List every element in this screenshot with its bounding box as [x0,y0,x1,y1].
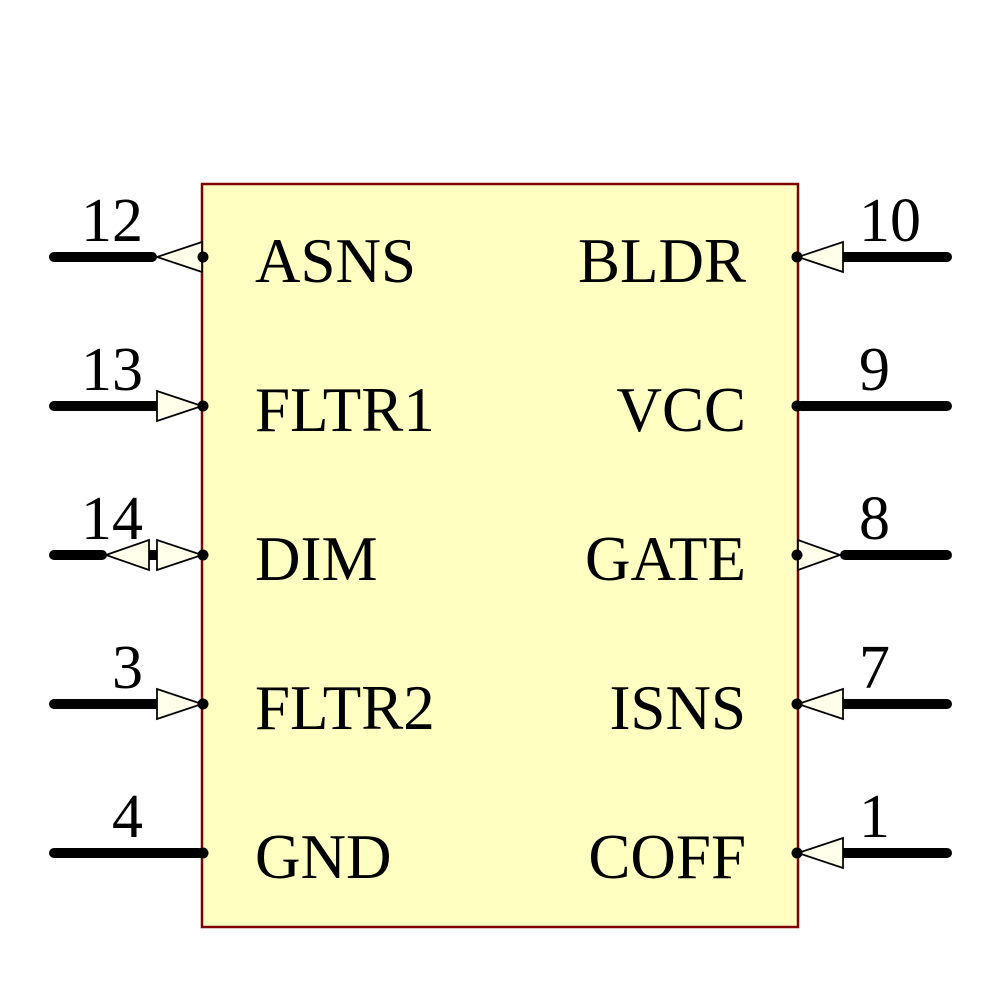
pin-arrow-out-icon [797,538,843,572]
pin-name: GATE [585,524,746,594]
pin-8[interactable]: 8 [791,485,952,572]
pin-number: 3 [112,634,143,702]
pin-name: ASNS [255,226,416,296]
pin-arrow-in-icon [795,687,844,721]
pin-9[interactable]: 9 [791,336,952,412]
pin-arrow-in-icon [795,836,844,870]
pin-14[interactable]: 14 [49,485,209,572]
pin-name: FLTR1 [255,375,435,445]
pin-12[interactable]: 12 [49,187,209,274]
pin-name: ISNS [609,673,746,743]
pin-arrow-left-icon [103,538,150,572]
pin-name: FLTR2 [255,673,435,743]
pin-name: BLDR [578,226,746,296]
pin-number: 9 [859,336,890,404]
pin-connection-dot [197,698,209,710]
pin-connection-dot [791,549,803,561]
pin-number: 13 [81,336,143,404]
pin-arrow-in-icon [795,240,844,274]
pin-arrow-in-icon [156,389,205,423]
pin-4[interactable]: 4 [49,783,209,859]
pin-number: 14 [81,485,143,553]
pin-number: 12 [81,187,143,255]
pin-number: 4 [112,783,143,851]
pin-7[interactable]: 7 [791,634,952,721]
pin-arrow-out-icon [154,240,203,274]
pin-connection-dot [791,698,803,710]
pin-name: GND [255,822,392,892]
pin-arrow-bar [147,550,159,560]
pin-connection-dot [197,549,209,561]
pin-connection-dot [197,847,209,859]
pin-connection-dot [791,400,803,412]
pin-number: 10 [859,187,921,255]
pin-name: VCC [616,375,746,445]
pin-arrow-right-icon [156,538,205,572]
pin-connection-dot [791,251,803,263]
pin-connection-dot [197,251,209,263]
pin-10[interactable]: 10 [791,187,952,274]
pin-connection-dot [791,847,803,859]
pin-number: 7 [859,634,890,702]
pin-arrow-in-icon [156,687,205,721]
pin-name: COFF [588,822,746,892]
pin-13[interactable]: 13 [49,336,209,423]
pin-name: DIM [255,524,378,594]
pin-1[interactable]: 1 [791,783,952,870]
component-body[interactable] [200,182,800,929]
pin-3[interactable]: 3 [49,634,209,721]
pin-number: 8 [859,485,890,553]
pin-connection-dot [197,400,209,412]
pin-number: 1 [859,783,890,851]
